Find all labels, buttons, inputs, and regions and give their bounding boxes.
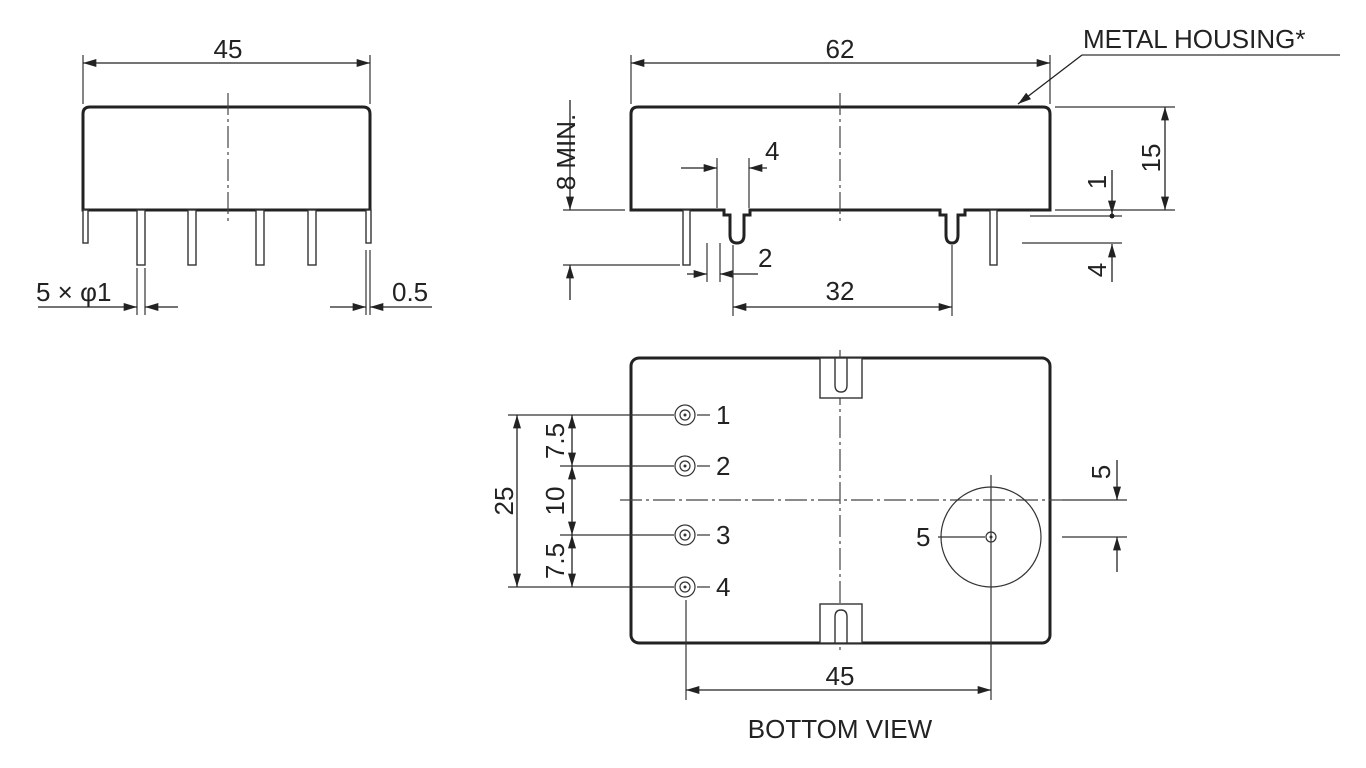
pin-label-1: 1 — [716, 400, 730, 430]
standoff-spacing-label: 32 — [826, 276, 855, 306]
pin5-offset-label: 5 — [1086, 465, 1116, 479]
top-slot — [819, 357, 863, 399]
min-pin-label: 8 MIN. — [551, 114, 581, 191]
standoff-tip-label: 2 — [758, 243, 772, 273]
spacing-label-2: 10 — [540, 487, 570, 516]
bottom-view-title: BOTTOM VIEW — [748, 714, 933, 744]
offset-top-label: 1 — [1082, 175, 1112, 189]
pin-label-4: 4 — [716, 572, 730, 602]
leader-arrow — [1017, 54, 1083, 105]
pin-label-3: 3 — [716, 520, 730, 550]
pin-label-2: 2 — [716, 451, 730, 481]
pin-2 — [674, 455, 696, 477]
front-length-label: 62 — [826, 34, 855, 64]
front-pin — [989, 209, 998, 266]
horizontal-spacing-label: 45 — [826, 661, 855, 691]
side-pins — [82, 209, 372, 266]
pin-3 — [674, 524, 696, 546]
metal-housing-note: METAL HOUSING* — [1083, 24, 1305, 54]
offset-bottom-label: 4 — [1082, 263, 1112, 277]
front-pin — [682, 209, 691, 266]
front-body-outline — [629, 105, 1052, 245]
pin-4 — [674, 576, 696, 598]
pin-span-label: 25 — [489, 487, 519, 516]
spacing-label-3: 7.5 — [540, 543, 570, 579]
pin-offset-label: 0.5 — [392, 277, 428, 307]
side-body-outline — [81, 105, 372, 212]
dimension-dot — [1109, 213, 1115, 219]
pin-label-5: 5 — [916, 522, 930, 552]
spacing-label-1: 7.5 — [540, 423, 570, 459]
standoff-width-label: 4 — [765, 136, 779, 166]
bottom-slot — [819, 603, 863, 644]
pin-1 — [674, 404, 696, 426]
side-view: 45 5 × φ1 0.5 — [36, 34, 432, 315]
side-width-label: 45 — [214, 34, 243, 64]
bottom-view: 1 2 3 4 5 25 7.5 10 7.5 45 5 — [489, 350, 1127, 744]
height-label: 15 — [1136, 144, 1166, 173]
pin-diameter-label: 5 × φ1 — [36, 277, 111, 307]
front-view: 62 METAL HOUSING* 8 MIN. 4 2 32 15 1 — [551, 24, 1340, 316]
